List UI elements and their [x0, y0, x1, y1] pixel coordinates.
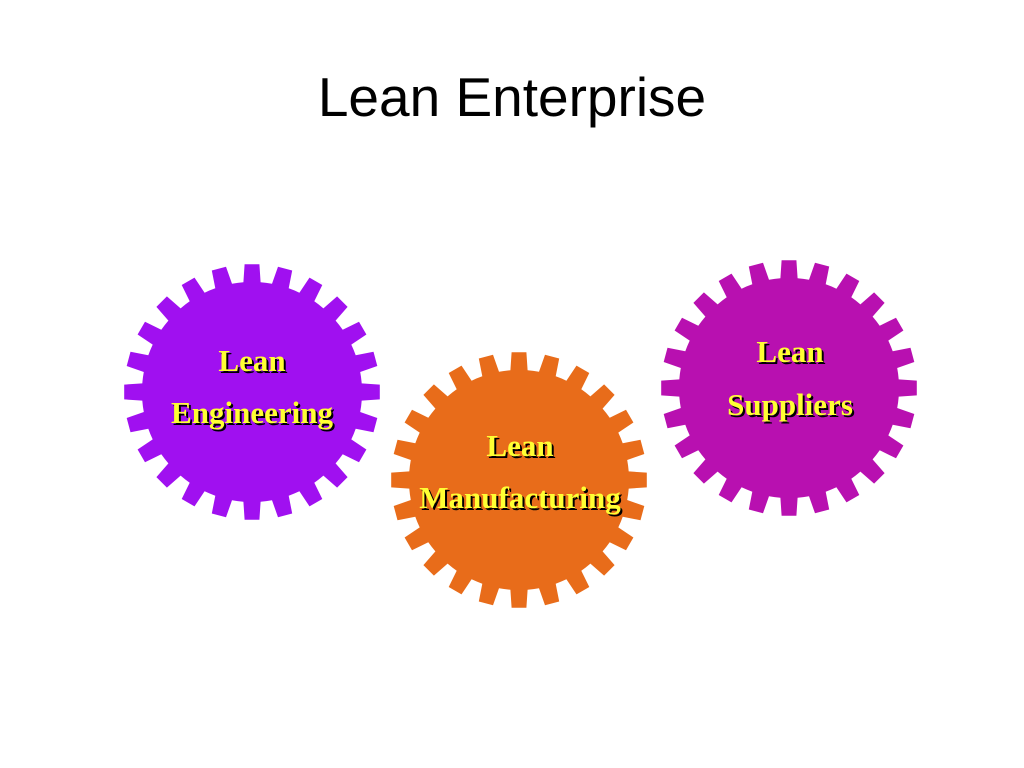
slide-title: Lean Enterprise	[317, 66, 707, 128]
gear-engineering-line2: Engineering	[171, 395, 333, 430]
gear-suppliers-shape	[661, 260, 917, 516]
gear-manufacturing-line1-shadow: Lean	[488, 430, 555, 465]
gear-suppliers: Lean Lean Suppliers Suppliers	[661, 260, 917, 516]
gear-engineering-shape	[124, 264, 380, 520]
gear-engineering-line2-shadow: Engineering	[173, 397, 335, 432]
gear-suppliers-line1: Lean	[756, 334, 823, 369]
gear-engineering: Lean Lean Engineering Engineering	[124, 264, 380, 520]
gear-manufacturing-shape	[391, 352, 647, 608]
gear-suppliers-line2-shadow: Suppliers	[729, 389, 855, 424]
gear-suppliers-line2: Suppliers	[727, 387, 853, 422]
gear-manufacturing-line1: Lean	[486, 428, 553, 463]
gear-engineering-line1-shadow: Lean	[220, 345, 287, 380]
gear-suppliers-line1-shadow: Lean	[758, 336, 825, 371]
gear-manufacturing-line2-shadow: Manufacturing	[421, 482, 623, 517]
gear-manufacturing: Lean Lean Manufacturing Manufacturing	[391, 352, 647, 608]
gear-engineering-line1: Lean	[218, 343, 285, 378]
gear-manufacturing-line2: Manufacturing	[419, 480, 621, 515]
